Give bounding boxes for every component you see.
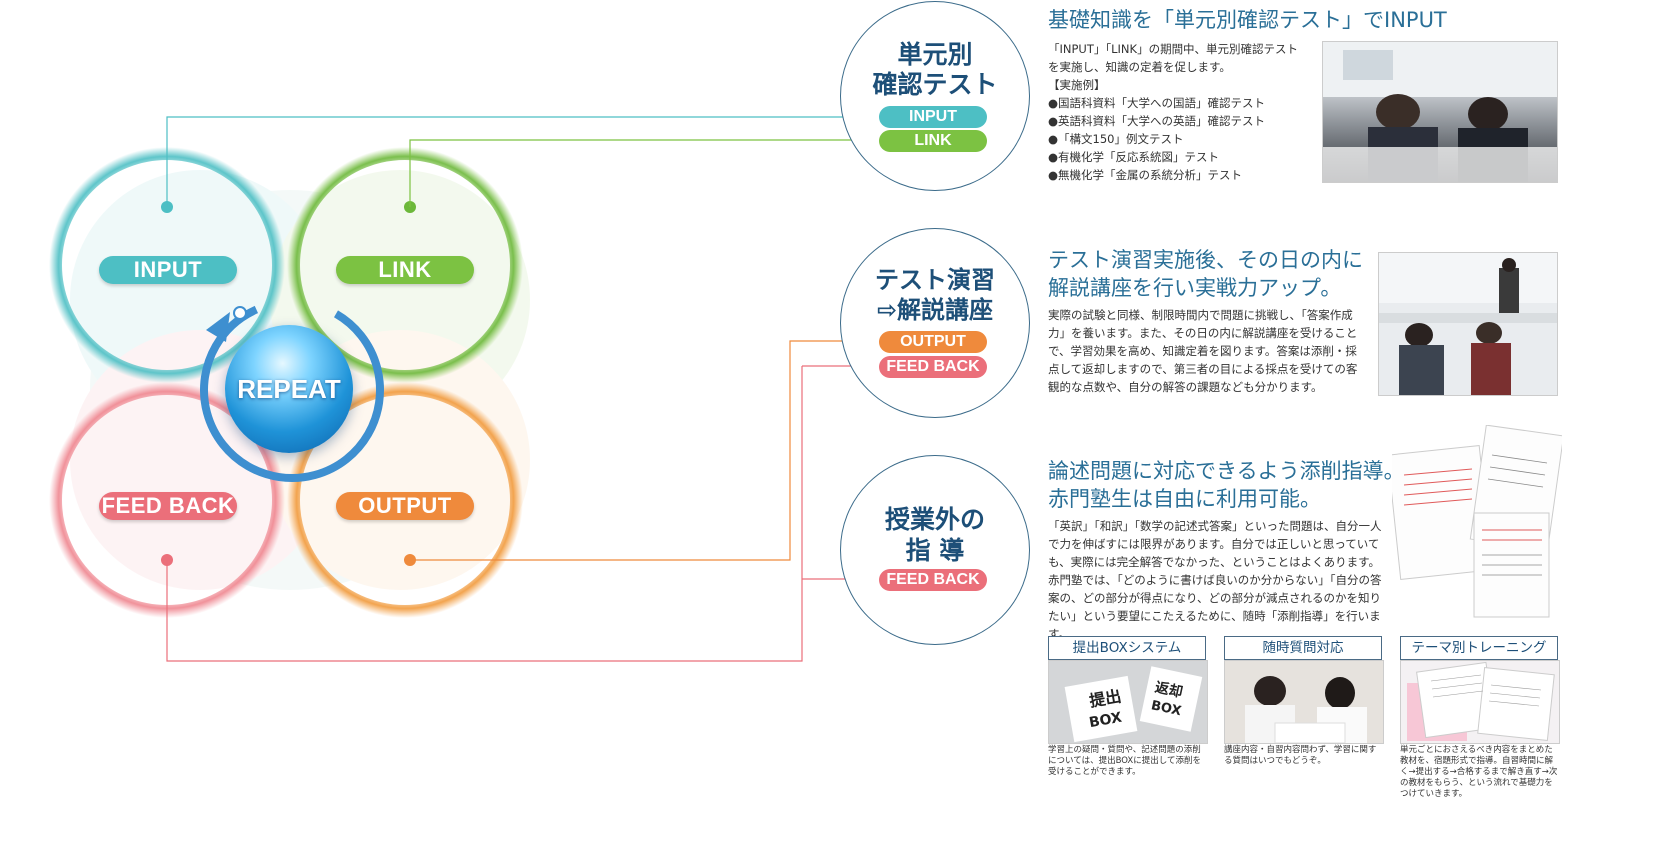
training-materials-photo [1400, 660, 1560, 744]
section3-title-line1: 授業外の [884, 505, 985, 534]
section1-example: ●国語科資料「大学への国語」確認テスト [1048, 96, 1266, 110]
lecture-photo [1378, 252, 1558, 396]
section2-heading-line2: 解説講座を行い実戦力アップ。 [1048, 276, 1342, 300]
section3-heading-line2: 赤門塾生は自由に利用可能。 [1048, 487, 1321, 511]
section1-intro: 「INPUT」「LINK」の期間中、単元別確認テストを実施し、知識の定着を促しま… [1048, 42, 1299, 74]
box2-caption: 講座内容・自習内容問わず、学習に関する質問はいつでもどうぞ。 [1224, 745, 1377, 766]
box1-title: 提出BOXシステム [1048, 636, 1206, 660]
question-support-photo [1224, 660, 1384, 744]
classroom-test-photo [1322, 41, 1558, 183]
input-pill-label: INPUT [133, 257, 203, 282]
section1-example: ●「構文150」例文テスト [1048, 132, 1184, 146]
section1-examples-header: 【実施例】 [1048, 78, 1106, 92]
feedback-pill-label: FEED BACK [101, 493, 235, 518]
link-pill: LINK [336, 256, 474, 284]
section2-heading: テスト演習実施後、その日の内に 解説講座を行い実戦力アップ。 [1048, 246, 1363, 302]
output-pill: OUTPUT [336, 492, 474, 520]
output-ring [274, 369, 536, 631]
section2-title-line2: ⇨解説講座 [876, 296, 994, 324]
feedback-connector-2 [166, 366, 803, 662]
section2-circle: テスト演習 ⇨解説講座 OUTPUT FEED BACK [840, 228, 1030, 418]
section1-title-line1: 単元別 [897, 40, 973, 69]
section2-title-line1: テスト演習 [875, 266, 995, 294]
section2-tag-feedback: FEED BACK [879, 356, 987, 378]
section3-heading-line1: 論述問題に対応できるよう添削指導。 [1048, 459, 1405, 483]
repeat-arrow-head [206, 312, 230, 342]
box2-title: 随時質問対応 [1224, 636, 1382, 660]
submission-box-photo: 提出 BOX 返却 BOX [1048, 660, 1208, 744]
feedback-pill: FEED BACK [99, 492, 237, 520]
section2-tag-output: OUTPUT [879, 331, 987, 353]
section1-tag-input: INPUT [879, 106, 987, 128]
link-pill-label: LINK [378, 257, 432, 282]
section1-body: 「INPUT」「LINK」の期間中、単元別確認テストを実施し、知識の定着を促しま… [1048, 40, 1308, 184]
section1-example: ●無機化学「金属の系統分析」テスト [1048, 168, 1243, 182]
repeat-orb: REPEAT [225, 325, 353, 453]
section3-circle: 授業外の 指 導 FEED BACK [840, 455, 1030, 645]
section1-tag-link: LINK [879, 130, 987, 152]
section1-example: ●英語科資料「大学への英語」確認テスト [1048, 114, 1266, 128]
box3-caption: 単元ごとにおさえるべき内容をまとめた教材を、宿題形式で指導。自習時間に解く→提出… [1400, 745, 1558, 799]
box3-title: テーマ別トレーニング [1400, 636, 1558, 660]
box-photo-text: BOX [1150, 698, 1183, 719]
section2-body: 実際の試験と同様、制限時間内で問題に挑戦し、「答案作成力」を養います。また、その… [1048, 308, 1358, 394]
corrected-papers-image [1392, 425, 1562, 620]
box1-caption: 学習上の疑問・質問や、記述問題の添削については、提出BOXに提出して添削を受ける… [1048, 745, 1201, 777]
section3-tag-feedback: FEED BACK [879, 569, 987, 591]
input-pill: INPUT [99, 256, 237, 284]
section1-heading: 基礎知識を「単元別確認テスト」でINPUT [1048, 8, 1447, 32]
section1-title-line2: 確認テスト [872, 70, 998, 99]
section2-heading-line1: テスト演習実施後、その日の内に [1048, 248, 1363, 272]
repeat-label: REPEAT [237, 373, 341, 404]
repeat-arrow-ring [200, 298, 384, 482]
section3-title-line2: 指 導 [905, 536, 965, 565]
input-connector [166, 116, 885, 207]
section1-example: ●有機化学「反応系統図」テスト [1048, 150, 1220, 164]
section1-circle: 単元別 確認テスト INPUT LINK [840, 1, 1030, 191]
box-photo-text: 返却 [1153, 679, 1184, 701]
section3-body: 「英訳」「和訳」「数学の記述式答案」といった問題は、自分一人で力を伸ばすには限界… [1048, 519, 1382, 641]
box-photo-text: BOX [1088, 710, 1123, 732]
output-pill-label: OUTPUT [358, 493, 452, 518]
link-connector [409, 139, 885, 207]
output-connector [410, 340, 885, 561]
section3-heading: 論述問題に対応できるよう添削指導。 赤門塾生は自由に利用可能。 [1048, 457, 1405, 513]
